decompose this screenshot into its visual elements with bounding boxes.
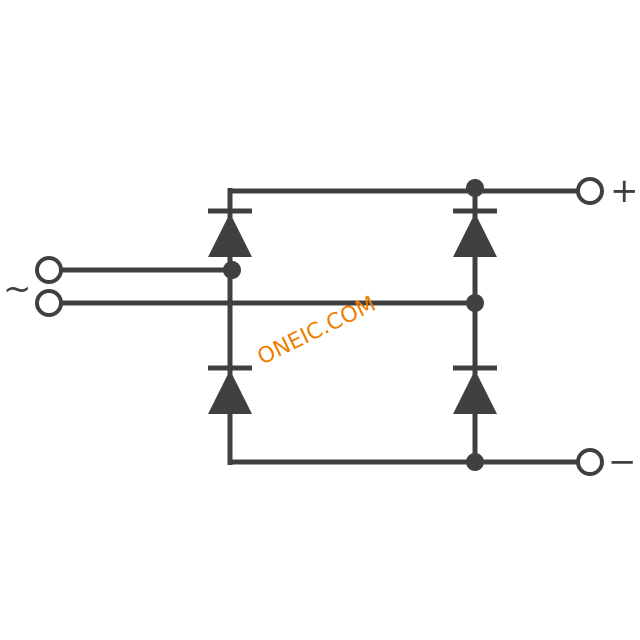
- junctions: [223, 179, 484, 471]
- terminals: [35, 177, 604, 476]
- label-ac-input: ~: [3, 269, 32, 309]
- diode-triangle: [453, 213, 497, 257]
- label-dc-positive: +: [610, 171, 639, 211]
- diode-top-left: [208, 208, 252, 257]
- diode-triangle: [208, 370, 252, 414]
- terminal-ac-1: [35, 256, 63, 284]
- diode-bottom-right: [453, 365, 497, 414]
- junction-ac-left: [223, 261, 241, 279]
- diode-triangle: [453, 370, 497, 414]
- diode-top-right: [453, 208, 497, 257]
- terminal-positive: [576, 177, 604, 205]
- terminal-negative: [576, 448, 604, 476]
- junction-positive: [466, 179, 484, 197]
- label-dc-negative: −: [608, 442, 637, 482]
- junction-ac-right: [466, 294, 484, 312]
- junction-negative: [466, 453, 484, 471]
- diode-bottom-left: [208, 365, 252, 414]
- diode-triangle: [208, 213, 252, 257]
- terminal-ac-2: [35, 289, 63, 317]
